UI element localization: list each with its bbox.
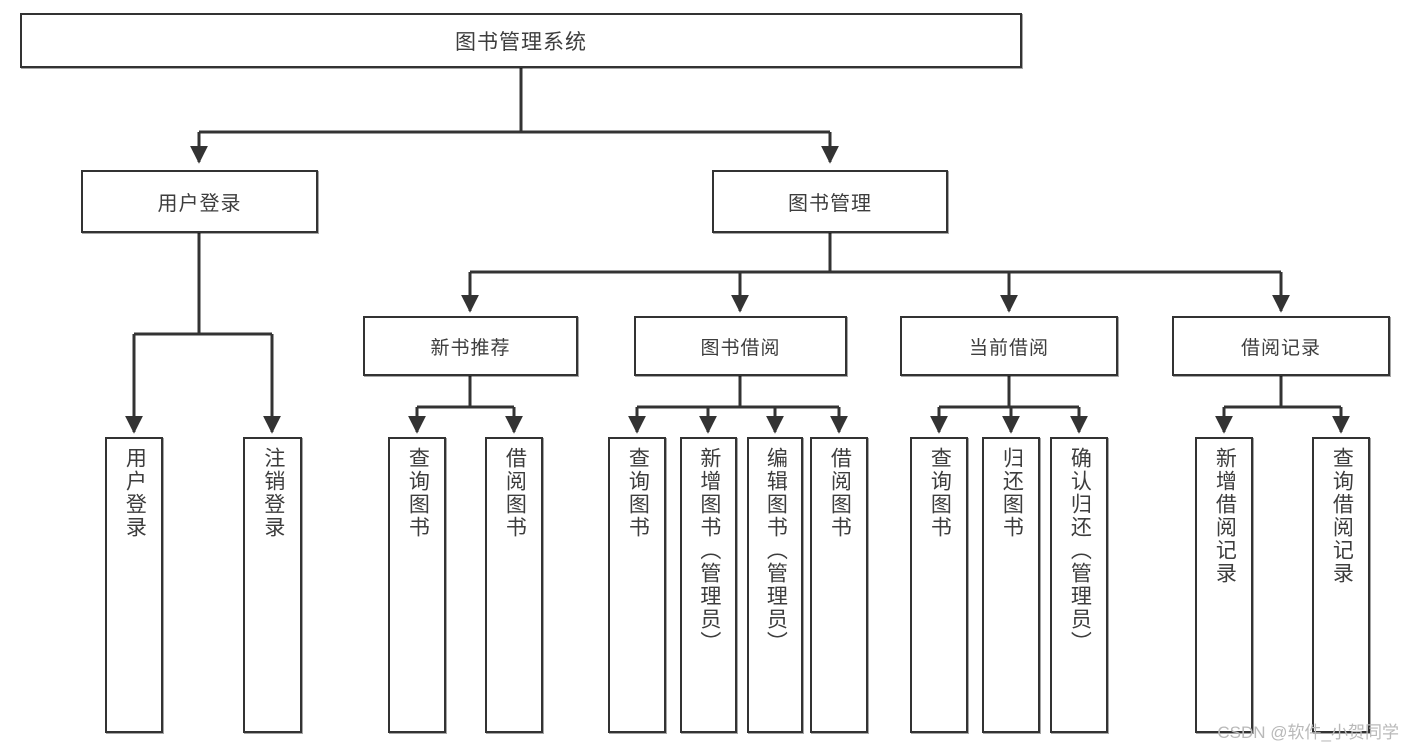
node-label: 当前借阅 [968,337,1049,359]
node-label: 确认归还（管理员） [1068,447,1092,654]
node-root-system[interactable]: 图书管理系统 [20,13,1022,68]
node-label: 新增借阅记录 [1213,447,1237,585]
node-label: 新书推荐 [430,337,511,359]
node-label: 注销登录 [261,447,285,539]
node-new-book-recommend[interactable]: 新书推荐 [363,316,578,376]
leaf-recommend-borrow-book[interactable]: 借阅图书 [485,437,543,733]
node-label: 编辑图书（管理员） [764,447,788,654]
leaf-user-login-login[interactable]: 用户登录 [105,437,163,733]
node-label: 新增图书（管理员） [697,447,721,654]
node-book-management[interactable]: 图书管理 [712,170,948,233]
node-user-login[interactable]: 用户登录 [81,170,318,233]
node-current-borrow[interactable]: 当前借阅 [900,316,1118,376]
node-label: 归还图书 [1000,447,1024,539]
node-borrow-record[interactable]: 借阅记录 [1172,316,1390,376]
leaf-current-query-book[interactable]: 查询图书 [910,437,968,733]
watermark: CSDN @软件_小贺同学 [1217,723,1399,742]
leaf-record-query-record[interactable]: 查询借阅记录 [1312,437,1370,733]
node-label: 借阅图书 [828,447,852,539]
node-label: 图书管理系统 [455,30,587,54]
node-label: 图书管理 [788,193,872,215]
node-label: 图书借阅 [700,337,781,359]
leaf-user-login-logout[interactable]: 注销登录 [243,437,302,733]
node-label: 借阅记录 [1240,337,1321,359]
leaf-current-return-book[interactable]: 归还图书 [982,437,1040,733]
node-label: 查询图书 [626,447,650,539]
leaf-current-confirm-return[interactable]: 确认归还（管理员） [1050,437,1108,733]
node-label: 借阅图书 [503,447,527,539]
node-label: 用户登录 [123,447,147,539]
leaf-borrow-query-book[interactable]: 查询图书 [608,437,666,733]
node-label: 查询借阅记录 [1330,447,1354,585]
leaf-borrow-borrow-book[interactable]: 借阅图书 [810,437,868,733]
leaf-recommend-query-book[interactable]: 查询图书 [388,437,446,733]
node-book-borrow[interactable]: 图书借阅 [634,316,847,376]
leaf-borrow-add-book[interactable]: 新增图书（管理员） [680,437,737,733]
leaf-record-add-record[interactable]: 新增借阅记录 [1195,437,1253,733]
leaf-borrow-edit-book[interactable]: 编辑图书（管理员） [747,437,803,733]
node-label: 用户登录 [157,193,242,215]
node-label: 查询图书 [406,447,430,539]
node-label: 查询图书 [928,447,952,539]
